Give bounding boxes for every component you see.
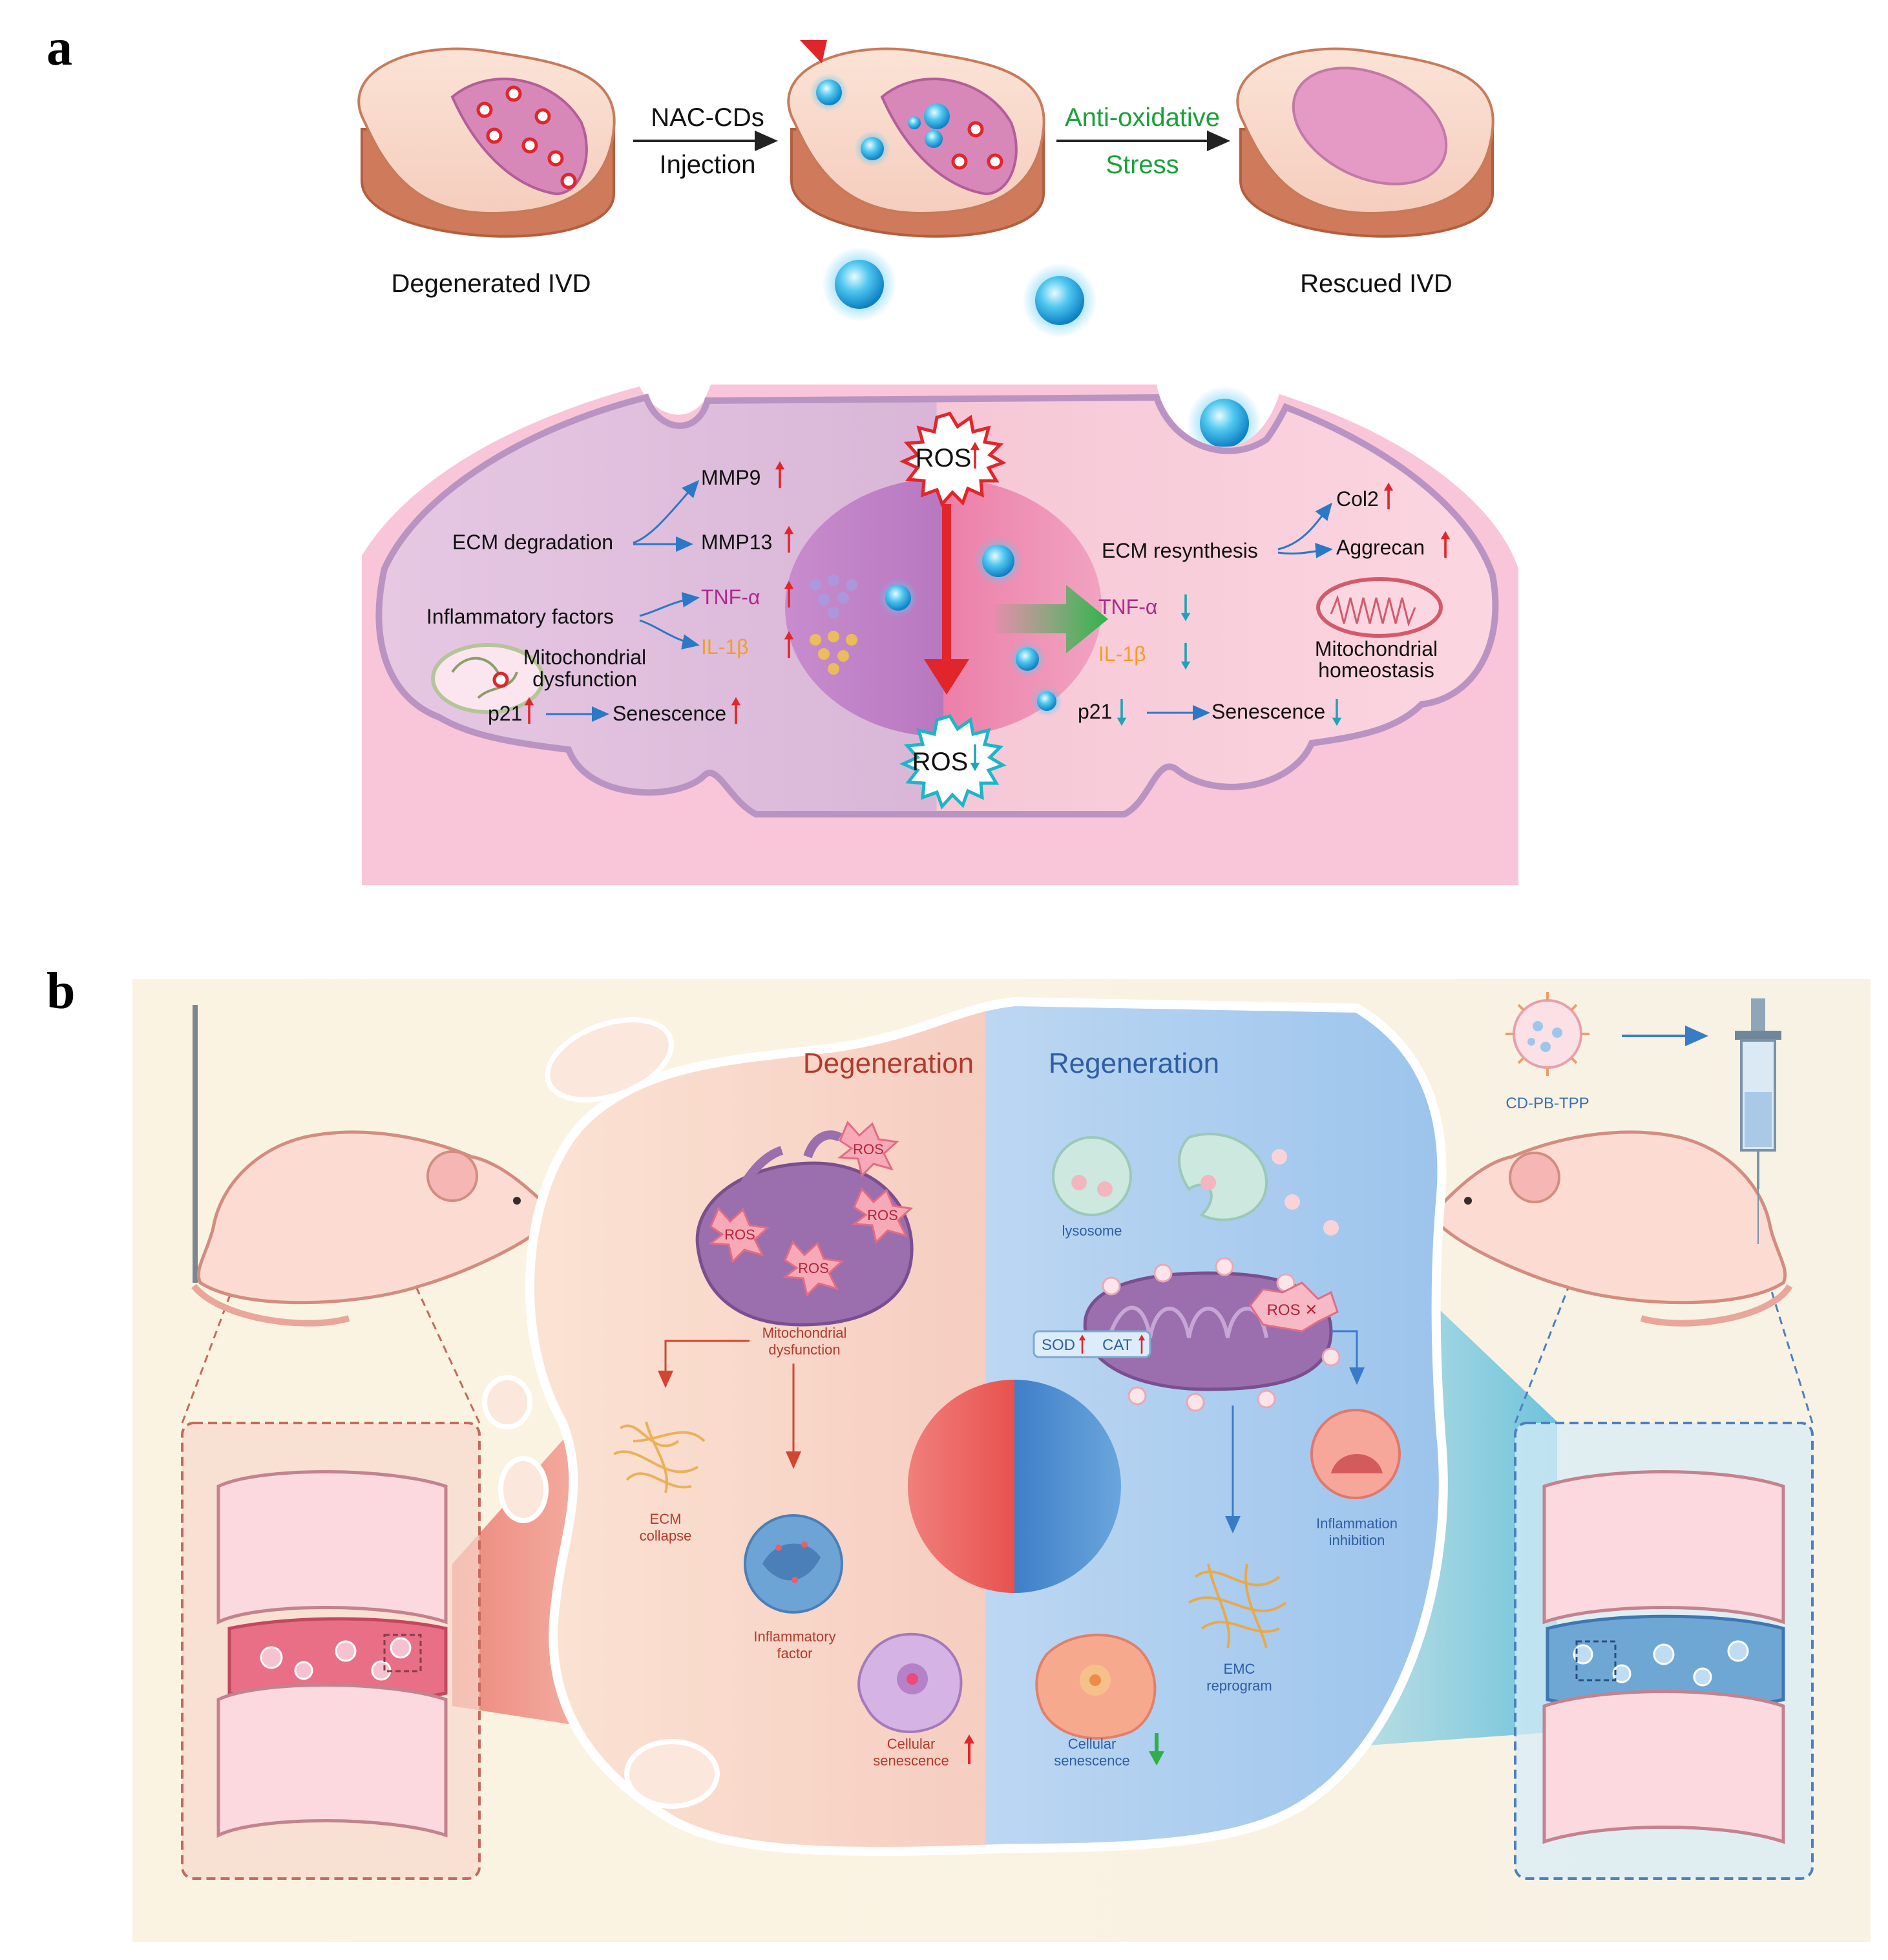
- treated-ivd-disc: [787, 40, 1045, 238]
- ros-down-burst: ROS: [899, 714, 1007, 810]
- right-pathway: ECM resynthesis Col2 Aggrecan TNF-α IL-1…: [1078, 481, 1451, 727]
- healthy-cell-icon: [1035, 1634, 1157, 1740]
- right-zoom-lines: [1514, 1266, 1814, 1424]
- anti-oxidative-label-1: Anti-oxidative: [1065, 103, 1220, 132]
- ecm-collapse-label-2: collapse: [640, 1528, 692, 1544]
- senescence-right-label: Senescence: [1211, 700, 1325, 723]
- injection-arrow-label-1: NAC-CDs: [651, 103, 764, 132]
- to-ecm-collapse-arrow: [658, 1340, 750, 1388]
- senescence-b-right-label-2: senescence: [1054, 1753, 1129, 1769]
- healthy-mitochondrion-b-icon: [1033, 1257, 1341, 1412]
- senescence-left-label: Senescence: [613, 702, 726, 725]
- panel-a: a Degenerated IVD NAC-CDs Injection: [47, 19, 1518, 885]
- left-ivd-inset: [181, 1422, 481, 1880]
- to-inflammation-inhibition-arrow: [1331, 1330, 1365, 1385]
- rescued-ivd-label: Rescued IVD: [1300, 269, 1453, 298]
- healthy-mitochondrion-icon: [1316, 577, 1443, 638]
- ros-burst-4: ROS: [798, 1260, 829, 1276]
- inflammatory-factors-label: Inflammatory factors: [426, 605, 614, 628]
- inflammatory-factor-icon: [744, 1514, 843, 1614]
- emc-reprogram-icon: [1188, 1563, 1287, 1649]
- senescent-cell-icon: [857, 1632, 963, 1733]
- degeneration-title: Degeneration: [803, 1048, 974, 1079]
- inflammatory-factor-label-1: Inflammatory: [753, 1628, 835, 1645]
- ros-burst-2: ROS: [853, 1141, 884, 1157]
- mito-dysfunction-b-label-2: dysfunction: [768, 1342, 840, 1358]
- regeneration-title: Regeneration: [1049, 1048, 1219, 1079]
- emc-reprogram-label-2: reprogram: [1206, 1678, 1272, 1694]
- ecm-collapse-label-1: ECM: [650, 1511, 682, 1527]
- cd-pb-tpp-nanoparticle-icon: [1505, 992, 1589, 1076]
- sod-label: SOD: [1042, 1336, 1075, 1354]
- rescue-arrow: [995, 585, 1108, 653]
- left-pathway: ECM degradation MMP9 MMP13 Inflammatory …: [426, 460, 795, 725]
- syringe-icon: [1735, 998, 1781, 1244]
- mito-homeostasis-label-1: Mitochondrial: [1315, 637, 1438, 660]
- ros-burst-3: ROS: [867, 1207, 898, 1223]
- panel-b: b: [47, 963, 1871, 1942]
- ecm-collapse-icon: [613, 1421, 706, 1493]
- panel-b-letter: b: [47, 963, 76, 1020]
- cell-nucleus-b: [908, 1380, 1121, 1593]
- mito-homeostasis-label-2: homeostasis: [1318, 659, 1434, 682]
- col2-label: Col2: [1336, 487, 1379, 511]
- lysosome-icons: [1052, 1132, 1339, 1236]
- emc-reprogram-label-1: EMC: [1224, 1661, 1255, 1677]
- tnf-alpha-right-label: TNF-α: [1098, 595, 1157, 618]
- damaged-mitochondrion-icon: ROS ROS ROS ROS: [695, 1121, 914, 1327]
- mito-dysfunction-b-label-1: Mitochondrial: [762, 1325, 847, 1341]
- mito-dysfunction-label-2: dysfunction: [532, 668, 637, 691]
- mito-dysfunction-label-1: Mitochondrial: [523, 646, 646, 669]
- cat-label: CAT: [1102, 1336, 1133, 1354]
- ecm-degradation-label: ECM degradation: [452, 531, 613, 554]
- ros-burst-1: ROS: [724, 1227, 755, 1243]
- mmp13-label: MMP13: [701, 531, 772, 554]
- lysosome-label: lysosome: [1062, 1223, 1122, 1239]
- inflammation-inhibition-label-2: inhibition: [1329, 1532, 1385, 1548]
- il1b-left-label: IL-1β: [701, 635, 749, 659]
- senescence-down-arrow-icon: [1149, 1733, 1164, 1765]
- panel-a-letter: a: [47, 19, 72, 76]
- ecm-resynthesis-label: ECM resynthesis: [1102, 539, 1258, 562]
- nac-cd-particles: [822, 247, 1262, 461]
- anti-oxidative-arrow: Anti-oxidative Stress: [1056, 103, 1230, 179]
- senescence-b-left-label-1: Cellular: [887, 1736, 936, 1752]
- senescence-b-right-label-1: Cellular: [1068, 1736, 1117, 1752]
- mmp9-label: MMP9: [701, 466, 760, 489]
- degenerated-ivd-label: Degenerated IVD: [391, 269, 591, 298]
- injection-site-marker: [800, 40, 827, 63]
- ros-down-label: ROS: [912, 748, 969, 776]
- left-rat-icon: [191, 1005, 558, 1327]
- p21-left-label: p21: [488, 702, 522, 725]
- injection-arrow: NAC-CDs Injection: [633, 103, 778, 179]
- tnf-alpha-left-label: TNF-α: [701, 585, 760, 609]
- rescued-ivd-disc: [1236, 47, 1495, 238]
- injection-arrow-label-2: Injection: [660, 151, 756, 179]
- ros-eliminated-label: ROS ✕: [1267, 1301, 1318, 1319]
- degenerated-ivd-disc: [357, 47, 616, 238]
- nucleus-pulposus-cell: ROS ROS ECM degradation MMP9 MMP13 Infla…: [362, 385, 1518, 885]
- senescence-b-left-label-2: senescence: [873, 1753, 949, 1769]
- anti-oxidative-label-2: Stress: [1106, 151, 1179, 179]
- dysfunctional-mitochondrion-icon: [431, 643, 545, 714]
- aggrecan-label: Aggrecan: [1336, 536, 1425, 559]
- ros-up-label: ROS: [916, 444, 972, 472]
- right-ivd-inset: [1514, 1422, 1814, 1880]
- p21-right-label: p21: [1078, 700, 1112, 723]
- cd-pb-tpp-label: CD-PB-TPP: [1505, 1095, 1589, 1112]
- right-rat-icon: [1429, 1130, 1793, 1327]
- il1b-right-label: IL-1β: [1098, 642, 1146, 666]
- inflammation-inhibition-label-1: Inflammation: [1316, 1515, 1398, 1532]
- inflammatory-factor-label-2: factor: [777, 1645, 812, 1661]
- ros-up-burst: ROS: [899, 412, 1007, 507]
- inflammation-inhibition-icon: [1310, 1409, 1401, 1499]
